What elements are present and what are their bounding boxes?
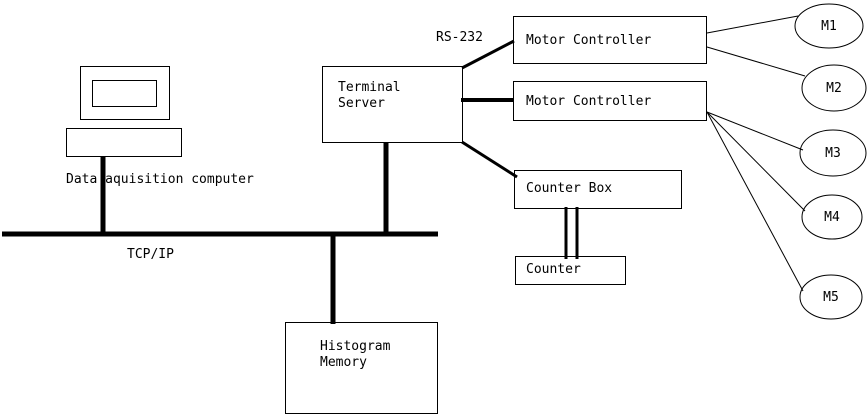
motor-controller-1-box[interactable] bbox=[513, 16, 707, 64]
motor-controller-2-box[interactable] bbox=[513, 81, 707, 121]
motor-2-ellipse[interactable] bbox=[801, 64, 867, 112]
connection-motor-controller-1-to-motor-2 bbox=[706, 46, 806, 77]
motor-4-label: M4 bbox=[824, 210, 840, 225]
computer-caption: Data aquisition computer bbox=[66, 172, 254, 187]
bus-label-tcpip: TCP/IP bbox=[127, 247, 174, 262]
motor-1-label: M1 bbox=[821, 19, 837, 34]
counter-label: Counter bbox=[526, 262, 581, 277]
connection-motor-controller-2-to-motor-3 bbox=[706, 111, 804, 151]
histogram-memory-label-line-1: Histogram bbox=[320, 339, 391, 354]
connection-terminal-server-to-counter-box bbox=[461, 140, 518, 179]
monitor-screen bbox=[92, 80, 157, 107]
counter-box-box[interactable] bbox=[514, 170, 682, 209]
connection-motor-controller-2-to-motor-5 bbox=[706, 111, 804, 292]
motor-controller-1-label: Motor Controller bbox=[526, 33, 652, 48]
counter-box[interactable] bbox=[515, 256, 626, 285]
histogram-memory-label-line-2: Memory bbox=[320, 355, 367, 370]
connection-motor-controller-2-to-motor-4 bbox=[706, 111, 806, 212]
motor-5-label: M5 bbox=[823, 290, 839, 305]
motor-1-ellipse[interactable] bbox=[794, 3, 864, 49]
serial-link-label-rs232: RS-232 bbox=[436, 30, 483, 45]
motor-3-ellipse[interactable] bbox=[799, 129, 867, 177]
motor-4-ellipse[interactable] bbox=[801, 194, 863, 240]
counter-box-label: Counter Box bbox=[526, 181, 613, 196]
motor-controller-2-label: Motor Controller bbox=[526, 94, 652, 109]
computer-base-unit[interactable] bbox=[66, 128, 182, 157]
connection-motor-controller-1-to-motor-1 bbox=[706, 15, 799, 34]
connection-terminal-server-to-motor-controller-1 bbox=[461, 39, 515, 70]
motor-3-label: M3 bbox=[825, 146, 841, 161]
terminal-server-label-line-2: Server bbox=[338, 96, 385, 111]
motor-2-label: M2 bbox=[826, 81, 842, 96]
terminal-server-box[interactable] bbox=[322, 66, 463, 143]
monitor-outer-case[interactable] bbox=[80, 66, 170, 120]
motor-5-ellipse[interactable] bbox=[799, 274, 863, 320]
terminal-server-label-line-1: Terminal bbox=[338, 80, 401, 95]
